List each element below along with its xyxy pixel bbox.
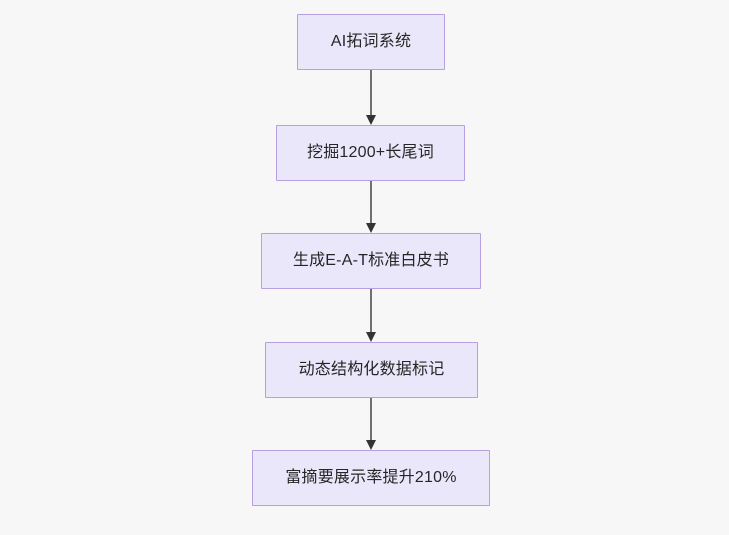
arrowhead-icon-4: [366, 440, 376, 450]
flow-node-label: AI拓词系统: [330, 33, 412, 51]
edge-connector-4: [361, 398, 381, 450]
flow-node-label: 生成E-A-T标准白皮书: [292, 252, 450, 270]
flow-node-ai-keyword-system[interactable]: AI拓词系统: [297, 14, 445, 70]
arrowhead-icon-1: [366, 115, 376, 125]
flow-node-label: 富摘要展示率提升210%: [285, 469, 457, 487]
edge-connector-2: [361, 181, 381, 233]
edge-connector-1: [361, 70, 381, 125]
flow-node-generate-eat-whitepaper[interactable]: 生成E-A-T标准白皮书: [261, 233, 481, 289]
arrowhead-icon-3: [366, 332, 376, 342]
edge-connector-3: [361, 289, 381, 342]
flow-node-dynamic-structured-data[interactable]: 动态结构化数据标记: [265, 342, 478, 398]
arrowhead-icon-2: [366, 223, 376, 233]
flow-node-rich-snippet-uplift[interactable]: 富摘要展示率提升210%: [252, 450, 490, 506]
flow-node-label: 挖掘1200+长尾词: [307, 144, 434, 162]
flow-node-label: 动态结构化数据标记: [298, 361, 445, 379]
flow-node-mine-longtail-keywords[interactable]: 挖掘1200+长尾词: [276, 125, 465, 181]
